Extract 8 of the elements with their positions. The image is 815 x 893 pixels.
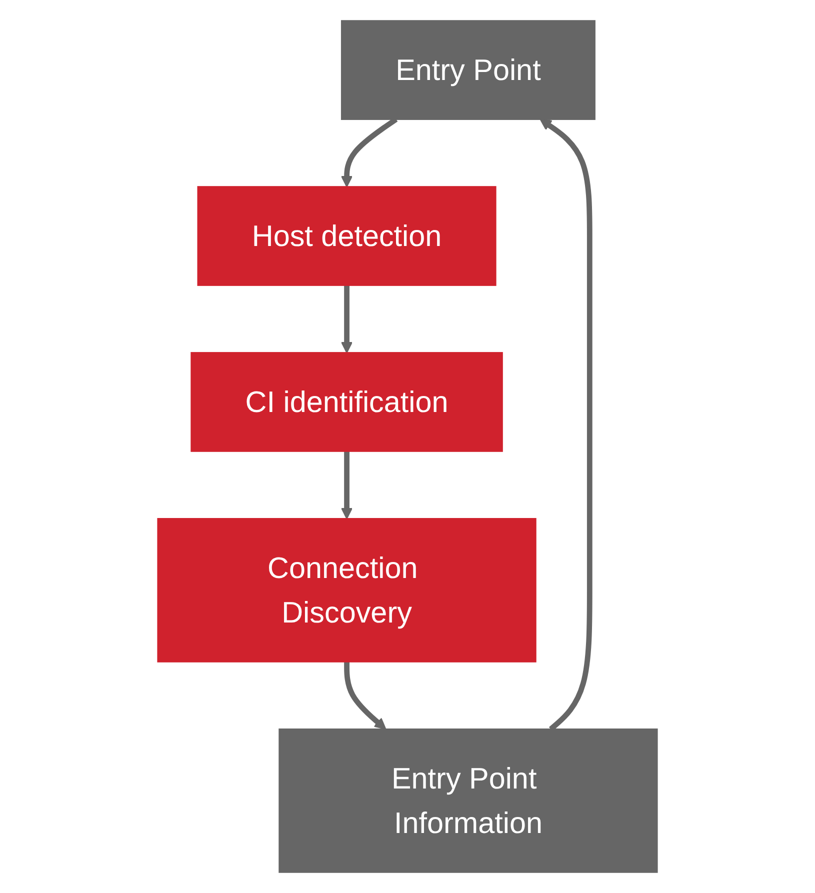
arrow	[344, 662, 386, 730]
arrow	[340, 285, 353, 354]
node-box: Entry Point Information	[278, 728, 658, 873]
arrow	[340, 451, 353, 520]
node-box: CI identification	[190, 352, 503, 452]
node-box: Host detection	[197, 186, 496, 286]
node-box: Entry Point	[340, 20, 596, 120]
node-box: Connection Discovery	[157, 518, 536, 662]
